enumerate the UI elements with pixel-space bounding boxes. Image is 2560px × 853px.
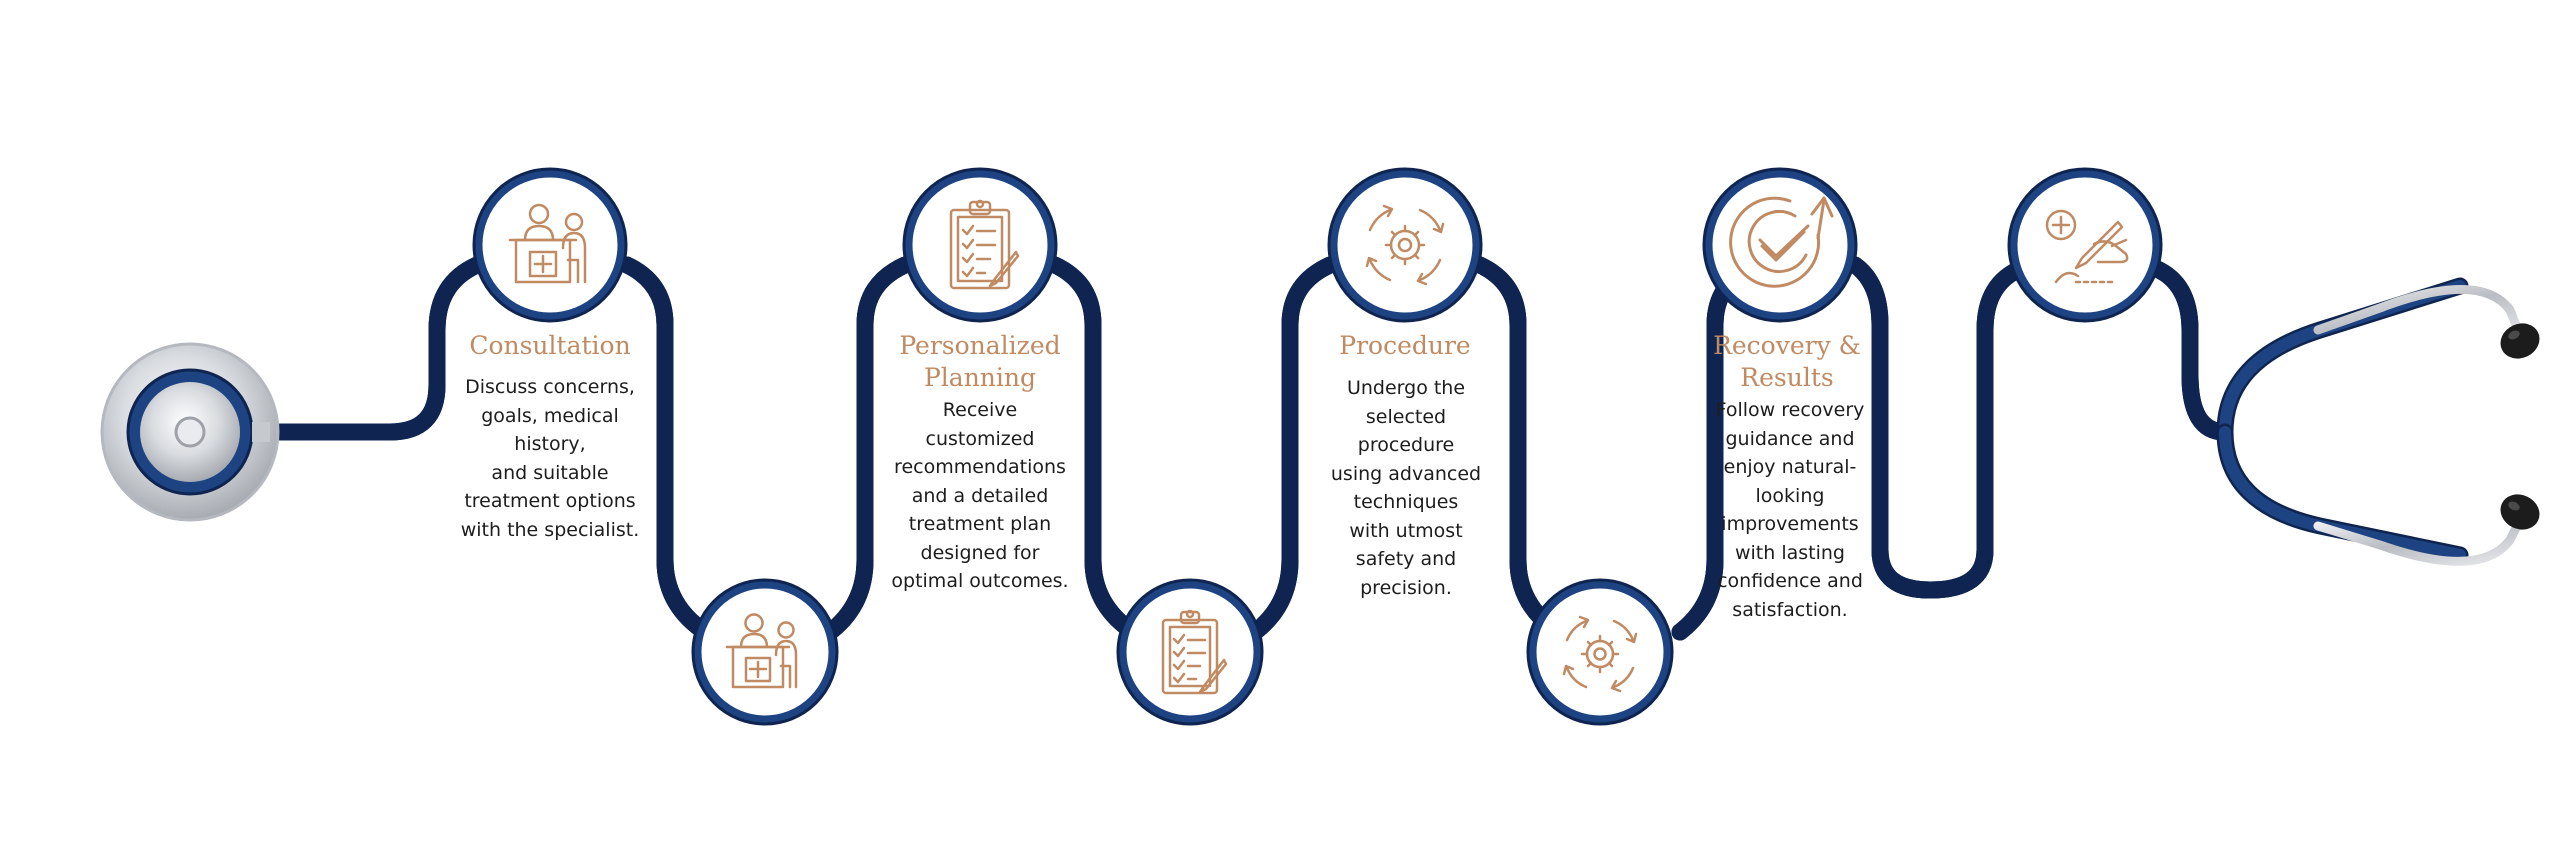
step-2-title: Personalized Planning	[899, 331, 1061, 392]
step-4-title: Recovery & Results	[1713, 331, 1861, 392]
ear-tip-bottom	[2500, 494, 2540, 530]
ear-tip-top	[2500, 323, 2540, 359]
clipboard-checklist-icon	[1161, 609, 1228, 695]
doctor-patient-icon	[508, 203, 587, 284]
step-4-description: Follow recovery guidance and enjoy natur…	[1715, 399, 1865, 621]
tube-path	[256, 256, 2525, 641]
doctor-patient-icon	[725, 613, 798, 689]
step-3-description: Undergo the selected procedure using adv…	[1330, 377, 1482, 599]
chest-piece	[100, 342, 280, 522]
gear-cycle-icon	[1365, 204, 1445, 286]
hand-signing-icon	[2045, 209, 2129, 284]
gear-cycle-icon	[1562, 615, 1638, 693]
step-3-title: Procedure	[1339, 331, 1471, 360]
step-2-description: Receive customized recommendations and a…	[891, 399, 1069, 592]
clipboard-checklist-icon	[949, 199, 1020, 290]
step-1-description: Discuss concerns, goals, medical history…	[460, 376, 640, 541]
check-progress-icon	[1729, 196, 1834, 288]
step-1-title: Consultation	[469, 331, 631, 360]
